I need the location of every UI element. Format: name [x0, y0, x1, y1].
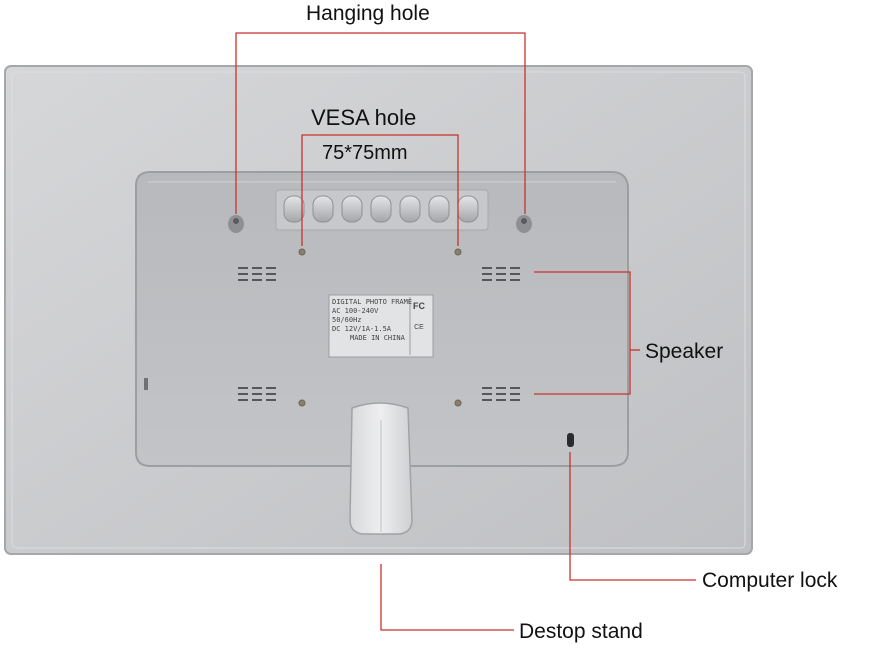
- speaker-callout-line: [534, 271, 631, 395]
- speaker-grilles: [238, 267, 520, 401]
- control-button: [457, 195, 479, 223]
- sticker-line: AC 100-240V: [332, 307, 379, 315]
- callout-lines: [235, 32, 696, 631]
- hanging-hole-right: [516, 215, 532, 233]
- control-button: [370, 195, 392, 223]
- speaker-grille-bottom-left: [238, 387, 276, 401]
- control-button: [341, 195, 363, 223]
- computer-lock-callout-line: [569, 452, 696, 581]
- vesa-hole-label: VESA hole: [311, 105, 417, 130]
- vesa-hole-callout-line: [301, 134, 459, 246]
- rating-sticker: [328, 294, 434, 358]
- control-button: [428, 195, 450, 223]
- speaker-label: Speaker: [645, 340, 724, 363]
- desktop-stand-label: Destop stand: [519, 620, 643, 643]
- rating-sticker-text: DIGITAL PHOTO FRAME AC 100-240V 50/60Hz …: [332, 298, 436, 358]
- hanging-hole-callout-line: [235, 32, 526, 214]
- speaker-grille-bottom-right: [482, 387, 520, 401]
- control-buttons: [283, 195, 479, 223]
- desktop-stand-callout-line: [380, 564, 514, 631]
- speaker-grille-top-right: [482, 267, 520, 281]
- hanging-hole-label: Hanging hole: [306, 2, 430, 25]
- ce-mark: CE: [414, 324, 424, 331]
- vesa-size-label: 75*75mm: [322, 142, 408, 164]
- sticker-line: 50/60Hz: [332, 316, 362, 324]
- computer-lock-slot: [567, 433, 574, 447]
- side-port: [144, 378, 148, 390]
- control-button: [283, 195, 305, 223]
- vesa-screws: [298, 248, 462, 407]
- speaker-grille-top-left: [238, 267, 276, 281]
- hanging-hole-left: [228, 215, 244, 233]
- control-button: [399, 195, 421, 223]
- desktop-stand: [349, 402, 413, 535]
- sticker-line: MADE IN CHINA: [350, 334, 405, 342]
- computer-lock-label: Computer lock: [702, 569, 838, 592]
- fcc-mark: FC: [413, 301, 425, 311]
- control-button: [312, 195, 334, 223]
- sticker-line: DC 12V/1A-1.5A: [332, 325, 392, 333]
- sticker-line: DIGITAL PHOTO FRAME: [332, 298, 413, 306]
- certification-marks: FC CE: [412, 300, 426, 334]
